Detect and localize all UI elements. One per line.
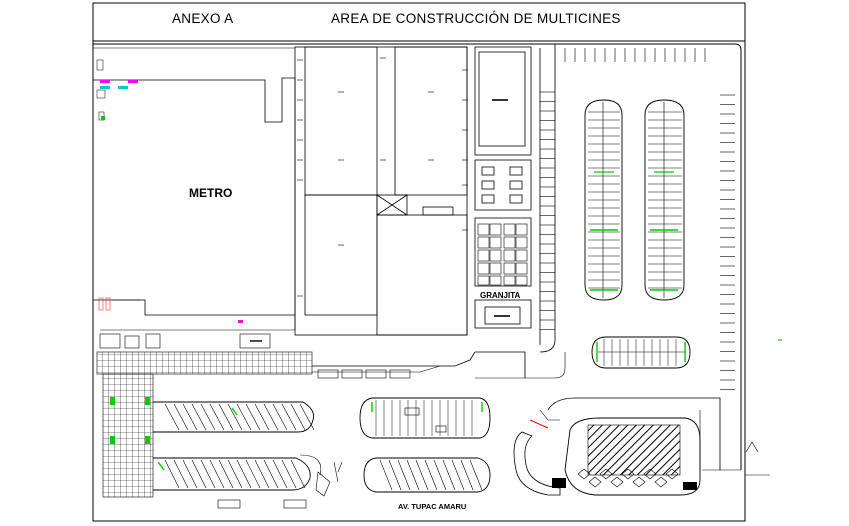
diagonal-stall-line	[254, 403, 270, 431]
diagonal-stall-line	[281, 403, 297, 431]
frontage-kiosks	[317, 369, 411, 379]
planter-diamond	[632, 476, 646, 488]
diagonal-stall-line	[442, 459, 456, 491]
diagonal-stall-line	[451, 459, 465, 491]
multicines-column	[474, 46, 532, 329]
diagonal-stall-line	[263, 403, 279, 431]
diagonal-stall-line	[272, 403, 288, 431]
drive-lane-inner	[699, 410, 741, 471]
diagonal-parking-upper	[153, 401, 315, 433]
metro-corridor	[100, 315, 296, 331]
diagonal-stall-line	[460, 459, 474, 491]
diagonal-stall-line	[388, 459, 402, 491]
planter-diamond	[643, 468, 657, 480]
parking-island-right	[644, 99, 685, 301]
diagonal-stall-line	[218, 459, 234, 489]
diagonal-stall-line	[263, 459, 279, 489]
diagonal-stall-line	[281, 459, 297, 489]
metro-label: METRO	[189, 186, 233, 200]
entrance-ramp	[475, 44, 556, 378]
entrance-plaza	[513, 409, 701, 496]
drawing-title: AREA DE CONSTRUCCIÓN DE MULTICINES	[331, 11, 621, 26]
site-boundary	[93, 43, 742, 470]
diagonal-stall-line	[164, 403, 180, 431]
diagonal-stall-line	[191, 459, 207, 489]
plaza-planters	[577, 468, 679, 488]
planter-diamond	[665, 468, 679, 480]
promenade-walkway	[96, 333, 313, 498]
diagonal-stall-line	[245, 403, 261, 431]
right-parking-stalls	[720, 94, 735, 390]
ramp-outline	[475, 352, 566, 379]
parking-island-horizontal	[591, 336, 691, 369]
diagonal-stall-line	[415, 459, 429, 491]
drive-lane	[547, 397, 721, 470]
planter-diamond	[588, 476, 602, 488]
diagonal-stall-line	[227, 459, 243, 489]
annex-label: ANEXO A	[172, 11, 234, 26]
frontage-road	[312, 365, 441, 373]
cinema-seat-grid	[477, 223, 528, 286]
frontage-curb	[312, 351, 476, 367]
planter-diamond	[577, 468, 591, 480]
central-store-block	[294, 46, 468, 336]
diagonal-stall-line	[209, 403, 225, 431]
planter-diamond	[654, 476, 668, 488]
diagonal-stall-line	[173, 459, 189, 489]
diagonal-stall-line	[469, 459, 483, 491]
left-edge-details	[96, 59, 140, 311]
street-label: AV. TUPAC AMARU	[398, 502, 467, 511]
planter-diamond	[621, 468, 635, 480]
diagonal-parking-lower	[153, 457, 311, 491]
diagonal-stall-line	[236, 403, 252, 431]
color-markers	[100, 80, 243, 323]
diagonal-stall-line	[191, 403, 207, 431]
diagonal-stall-line	[245, 459, 261, 489]
median-islands	[359, 397, 491, 493]
diagonal-stall-line	[200, 403, 216, 431]
diagonal-stall-line	[290, 459, 306, 489]
diagonal-stall-line	[209, 459, 225, 489]
diagonal-stall-line	[236, 459, 252, 489]
diagonal-stall-line	[254, 459, 270, 489]
diagonal-stall-line	[173, 403, 189, 431]
diagonal-stall-line	[272, 459, 288, 489]
diagonal-stall-line	[433, 459, 447, 491]
diagonal-stall-line	[182, 459, 198, 489]
diagonal-stall-line	[379, 459, 393, 491]
granja-label: GRANJITA	[480, 291, 521, 300]
diagonal-stall-line	[397, 459, 411, 491]
parking-island-left	[584, 99, 623, 301]
street-furniture	[217, 441, 770, 509]
diagonal-stall-line	[424, 459, 438, 491]
store-wall-ticks	[297, 57, 468, 297]
diagonal-stall-line	[227, 403, 243, 431]
left-parking-stalls	[540, 91, 555, 330]
diagonal-stall-line	[406, 459, 420, 491]
diagonal-stall-line	[164, 459, 180, 489]
diagonal-stall-line	[290, 403, 306, 431]
planter-diamond	[610, 476, 624, 488]
top-parking-stalls	[564, 48, 706, 62]
planter-diamond	[599, 468, 613, 480]
diagonal-stall-line	[218, 403, 234, 431]
diagonal-stall-line	[200, 459, 216, 489]
diagonal-stall-line	[182, 403, 198, 431]
diagonal-stall-line	[299, 403, 315, 431]
